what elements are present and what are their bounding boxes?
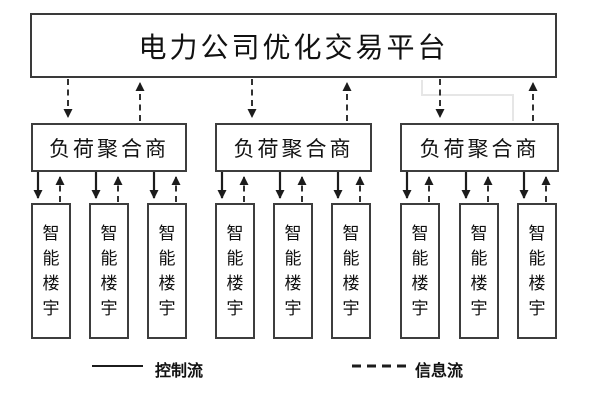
building-box-6: 智能楼宇 bbox=[331, 203, 371, 339]
aggregator-box-2: 负荷聚合商 bbox=[215, 123, 372, 172]
building-box-9: 智能楼宇 bbox=[517, 203, 557, 339]
building-box-5: 智能楼宇 bbox=[273, 203, 313, 339]
legend-info-flow-label: 信息流 bbox=[415, 363, 464, 380]
building-box-8: 智能楼宇 bbox=[459, 203, 499, 339]
legend-control-flow-label: 控制流 bbox=[155, 363, 204, 380]
building-box-7: 智能楼宇 bbox=[400, 203, 440, 339]
building-box-2: 智能楼宇 bbox=[89, 203, 129, 339]
platform-box: 电力公司优化交易平台 bbox=[30, 13, 557, 78]
building-box-3: 智能楼宇 bbox=[147, 203, 187, 339]
building-box-4: 智能楼宇 bbox=[215, 203, 255, 339]
building-box-1: 智能楼宇 bbox=[31, 203, 71, 339]
faint-artifact-line bbox=[421, 80, 514, 121]
legend: 控制流 信息流 bbox=[0, 354, 600, 380]
aggregator-box-3: 负荷聚合商 bbox=[400, 123, 559, 172]
aggregator-box-1: 负荷聚合商 bbox=[31, 123, 187, 172]
legend-line-samples bbox=[92, 364, 407, 368]
